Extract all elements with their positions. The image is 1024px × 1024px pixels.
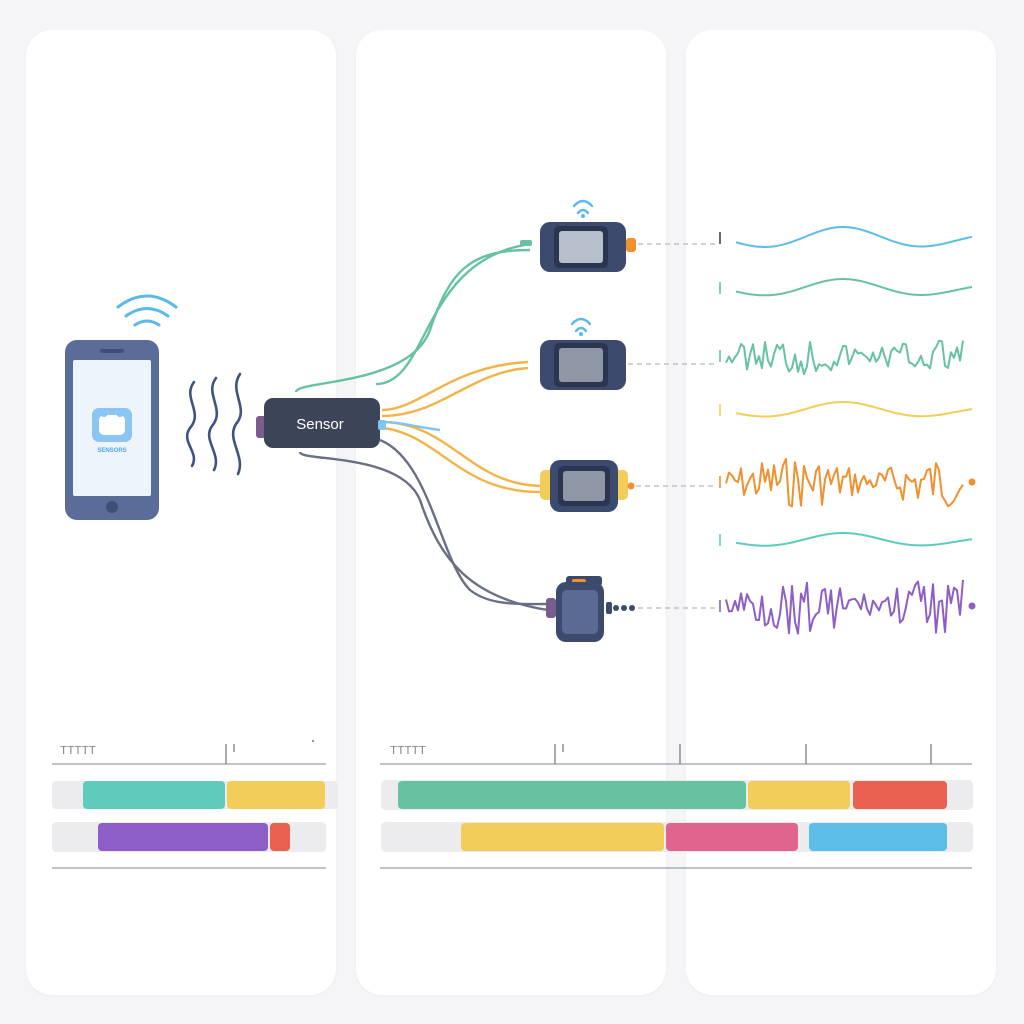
cables <box>294 242 549 612</box>
sensor-dongle: Sensor <box>256 398 386 448</box>
signal-end-dot <box>968 602 976 610</box>
signal-trace <box>735 532 973 547</box>
signal-trace <box>725 339 964 376</box>
signal-trace <box>735 401 973 418</box>
bar-segment <box>461 823 664 851</box>
signal-waves-icon <box>185 372 243 476</box>
signal-traces <box>719 226 976 635</box>
wearable-device-2 <box>540 317 626 390</box>
app-caption: SENSORS <box>97 448 126 454</box>
tick-label: TTTTT <box>60 744 96 758</box>
wearable-device-3 <box>540 460 635 512</box>
signal-trace <box>725 457 964 508</box>
bar-segment <box>666 823 798 851</box>
bar-segment <box>98 823 268 851</box>
signal-trace <box>735 278 973 297</box>
signal-end-dot <box>968 478 976 486</box>
wifi-icon <box>570 317 592 326</box>
wearable-device-4 <box>546 576 635 642</box>
bar-segment <box>809 823 947 851</box>
signal-trace <box>725 579 964 635</box>
bar-segment <box>83 781 225 809</box>
wifi-icon <box>572 199 594 208</box>
bar-segment <box>398 781 746 809</box>
timeline-right: TTTTT <box>380 744 973 869</box>
sensor-label: Sensor <box>296 416 344 433</box>
timeline-left: TTTTT <box>52 740 338 869</box>
bar-segment <box>227 781 325 809</box>
smartphone: SENSORS <box>65 340 159 520</box>
signal-trace <box>735 226 973 248</box>
bar-segment <box>270 823 290 851</box>
dashed-connectors <box>628 243 716 609</box>
wifi-icon <box>116 294 178 327</box>
wearable-device-1 <box>520 199 636 272</box>
tick-label: TTTTT <box>390 744 426 758</box>
app-icon <box>92 408 132 442</box>
bar-segment <box>748 781 850 809</box>
bar-segment <box>853 781 947 809</box>
